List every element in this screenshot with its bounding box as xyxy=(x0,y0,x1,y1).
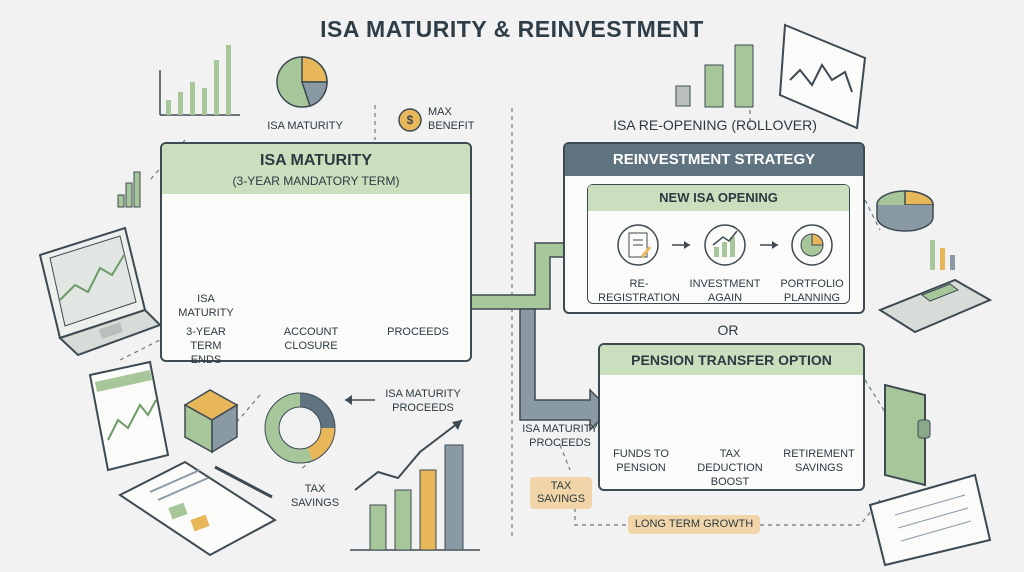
isa-maturity-box: ISA MATURITY (3-YEAR MANDATORY TERM) xyxy=(160,142,472,362)
step-isa-maturity-label: ISA MATURITY xyxy=(178,293,234,319)
notebook-icon xyxy=(88,360,170,472)
retirement-savings-label: RETIREMENT SAVINGS xyxy=(783,448,855,474)
cube-icon xyxy=(183,389,239,454)
clipboard-icon xyxy=(118,460,277,557)
investment-growth-icon xyxy=(704,224,746,266)
page-title: ISA MATURITY & REINVESTMENT xyxy=(320,16,704,42)
isa-maturity-proceeds-label: ISA MATURITY PROCEEDS xyxy=(385,388,461,414)
isa-maturity-proceeds-right-label: ISA MATURITY PROCEEDS xyxy=(522,423,598,449)
growth-bar-chart-icon xyxy=(350,419,480,551)
long-term-growth-tag: LONG TERM GROWTH xyxy=(628,515,760,535)
pension-transfer-title: PENSION TRANSFER OPTION xyxy=(631,352,832,368)
isa-maturity-box-title: ISA MATURITY xyxy=(260,152,372,169)
pension-transfer-box: PENSION TRANSFER OPTION xyxy=(598,343,865,491)
tax-savings-tag: TAX SAVINGS xyxy=(530,477,592,510)
max-benefit-label: MAX BENEFIT xyxy=(428,106,475,132)
isa-maturity-top-label: ISA MATURITY xyxy=(267,120,343,132)
3d-bars-icon xyxy=(675,44,754,108)
small-bar-icon xyxy=(117,171,141,208)
calculator-icon xyxy=(877,278,993,334)
registration-form-icon xyxy=(617,224,659,266)
new-isa-opening-title: NEW ISA OPENING xyxy=(659,190,778,205)
portfolio-pie-icon xyxy=(791,224,833,266)
re-registration-label: RE-REGISTRATION xyxy=(598,278,680,304)
right-small-bars-icon xyxy=(930,240,955,270)
wallet-icon xyxy=(884,383,931,487)
tax-savings-left-label: TAX SAVINGS xyxy=(290,483,340,509)
pie-chart-icon xyxy=(276,56,328,108)
step-term-ends-label: 3-YEAR TERM ENDS xyxy=(186,326,226,366)
isa-maturity-box-subtitle: (3-YEAR MANDATORY TERM) xyxy=(232,174,400,188)
isa-reopening-label: ISA RE-OPENING (ROLLOVER) xyxy=(613,117,817,133)
coin-icon: $ xyxy=(398,108,422,132)
spiral-notebook-icon xyxy=(868,473,992,567)
investment-again-label: INVESTMENT AGAIN xyxy=(689,278,761,304)
funds-to-pension-label: FUNDS TO PENSION xyxy=(613,448,669,474)
framed-chart-icon xyxy=(778,23,867,130)
svg-text:$: $ xyxy=(407,113,414,127)
tax-deduction-boost-label: TAX DEDUCTION BOOST xyxy=(697,448,763,488)
step-account-closure-label: ACCOUNT CLOSURE xyxy=(283,326,339,352)
isa-maturity-header xyxy=(162,144,470,194)
3d-pie-icon xyxy=(876,190,934,232)
donut-chart-icon xyxy=(264,392,336,464)
reinvestment-strategy-header xyxy=(565,144,863,176)
reinvestment-strategy-title: REINVESTMENT STRATEGY xyxy=(612,151,816,168)
portfolio-planning-label: PORTFOLIO PLANNING xyxy=(780,278,844,304)
new-isa-opening-header xyxy=(588,185,849,211)
bar-chart-icon-topleft xyxy=(159,45,240,116)
laptop-icon xyxy=(38,226,162,357)
or-label: OR xyxy=(717,322,739,338)
step-proceeds-label: PROCEEDS xyxy=(387,326,449,338)
pension-transfer-header xyxy=(600,345,863,375)
